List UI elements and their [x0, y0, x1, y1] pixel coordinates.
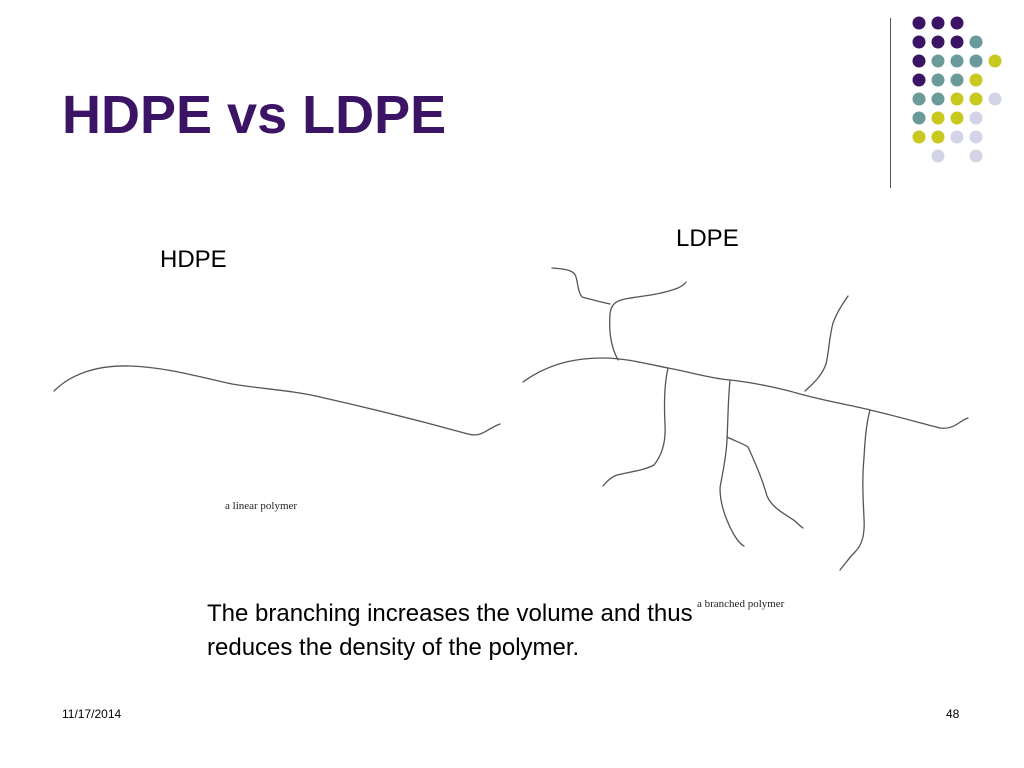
decorative-dot — [988, 54, 1002, 68]
decorative-dot — [969, 54, 983, 68]
body-line-1: The branching increases the volume and t… — [207, 600, 693, 627]
decorative-dot — [931, 149, 945, 163]
decorative-dot — [950, 73, 964, 87]
decorative-dot — [931, 111, 945, 125]
branch-upper-right — [804, 295, 849, 392]
decorative-dot — [950, 16, 964, 30]
decorative-dot — [950, 54, 964, 68]
decorative-dot — [950, 130, 964, 144]
decorative-dot — [931, 92, 945, 106]
body-line-2: reduces the density of the polymer. — [207, 634, 580, 661]
decorative-dot — [931, 35, 945, 49]
branched-polymer-main-chain — [522, 357, 969, 429]
decorative-dot — [969, 111, 983, 125]
ldpe-label: LDPE — [676, 225, 739, 252]
branch-lower-middle — [719, 379, 745, 547]
decorative-dot — [969, 92, 983, 106]
vertical-divider — [890, 18, 891, 188]
decorative-dot — [950, 35, 964, 49]
decorative-dot — [912, 111, 926, 125]
decorative-dot — [931, 54, 945, 68]
linear-polymer-chain — [53, 365, 501, 436]
decorative-dot — [969, 130, 983, 144]
slide-title: HDPE vs LDPE — [62, 85, 447, 145]
decorative-dot — [969, 73, 983, 87]
decorative-dot — [950, 111, 964, 125]
decorative-dot — [912, 73, 926, 87]
footer-date: 11/17/2014 — [62, 707, 122, 721]
decorative-dot — [912, 54, 926, 68]
decorative-dot — [931, 130, 945, 144]
hdpe-label: HDPE — [160, 246, 227, 273]
branched-polymer-caption: a branched polymer — [697, 598, 785, 610]
dot-grid-graphic — [912, 16, 1002, 163]
decorative-dot — [969, 149, 983, 163]
decorative-dot — [988, 92, 1002, 106]
linear-polymer-caption: a linear polymer — [225, 500, 298, 512]
decorative-dot — [912, 92, 926, 106]
decorative-dot — [969, 35, 983, 49]
branch-upper-left — [609, 281, 687, 361]
branch-lower-middle-fork — [726, 436, 804, 529]
body-text: The branching increases the volume and t… — [207, 597, 827, 665]
decorative-dot — [931, 73, 945, 87]
page-number: 48 — [946, 707, 960, 721]
decorative-dot-grid — [900, 14, 1010, 174]
branch-upper-left-tip — [551, 267, 611, 305]
decorative-dot — [912, 130, 926, 144]
branch-lower-right — [839, 409, 871, 571]
branch-lower-left — [602, 367, 669, 487]
decorative-dot — [912, 16, 926, 30]
decorative-dot — [931, 16, 945, 30]
decorative-dot — [912, 35, 926, 49]
decorative-dot — [950, 92, 964, 106]
